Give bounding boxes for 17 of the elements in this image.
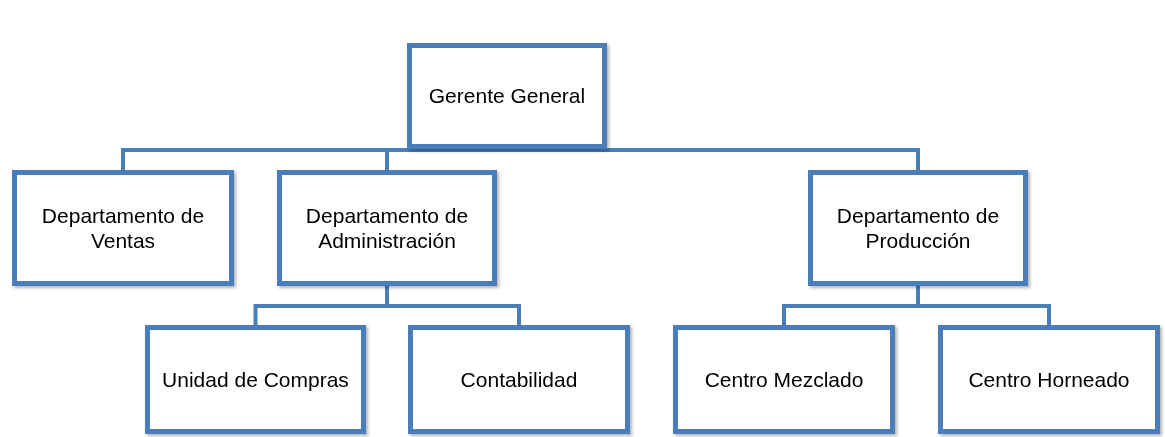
box-label: Departamento de Ventas [40,202,206,254]
org-box [277,170,497,286]
org-box [673,325,895,434]
org-box [12,170,234,286]
box-label: Gerente General [428,83,586,109]
org-box [145,325,366,434]
connector-line [385,286,521,325]
box-label: Unidad de Compras [162,366,349,393]
box-label: Centro Horneado [968,366,1130,393]
box-label: Departamento de Administración [304,202,470,254]
box-label: Contabilidad [460,366,578,393]
box-label: Centro Mezclado [704,366,864,393]
org-box [408,325,630,434]
org-box [938,325,1160,434]
org-box [808,170,1028,286]
box-label: Departamento de Producción [835,202,1001,254]
org-box [407,43,607,149]
